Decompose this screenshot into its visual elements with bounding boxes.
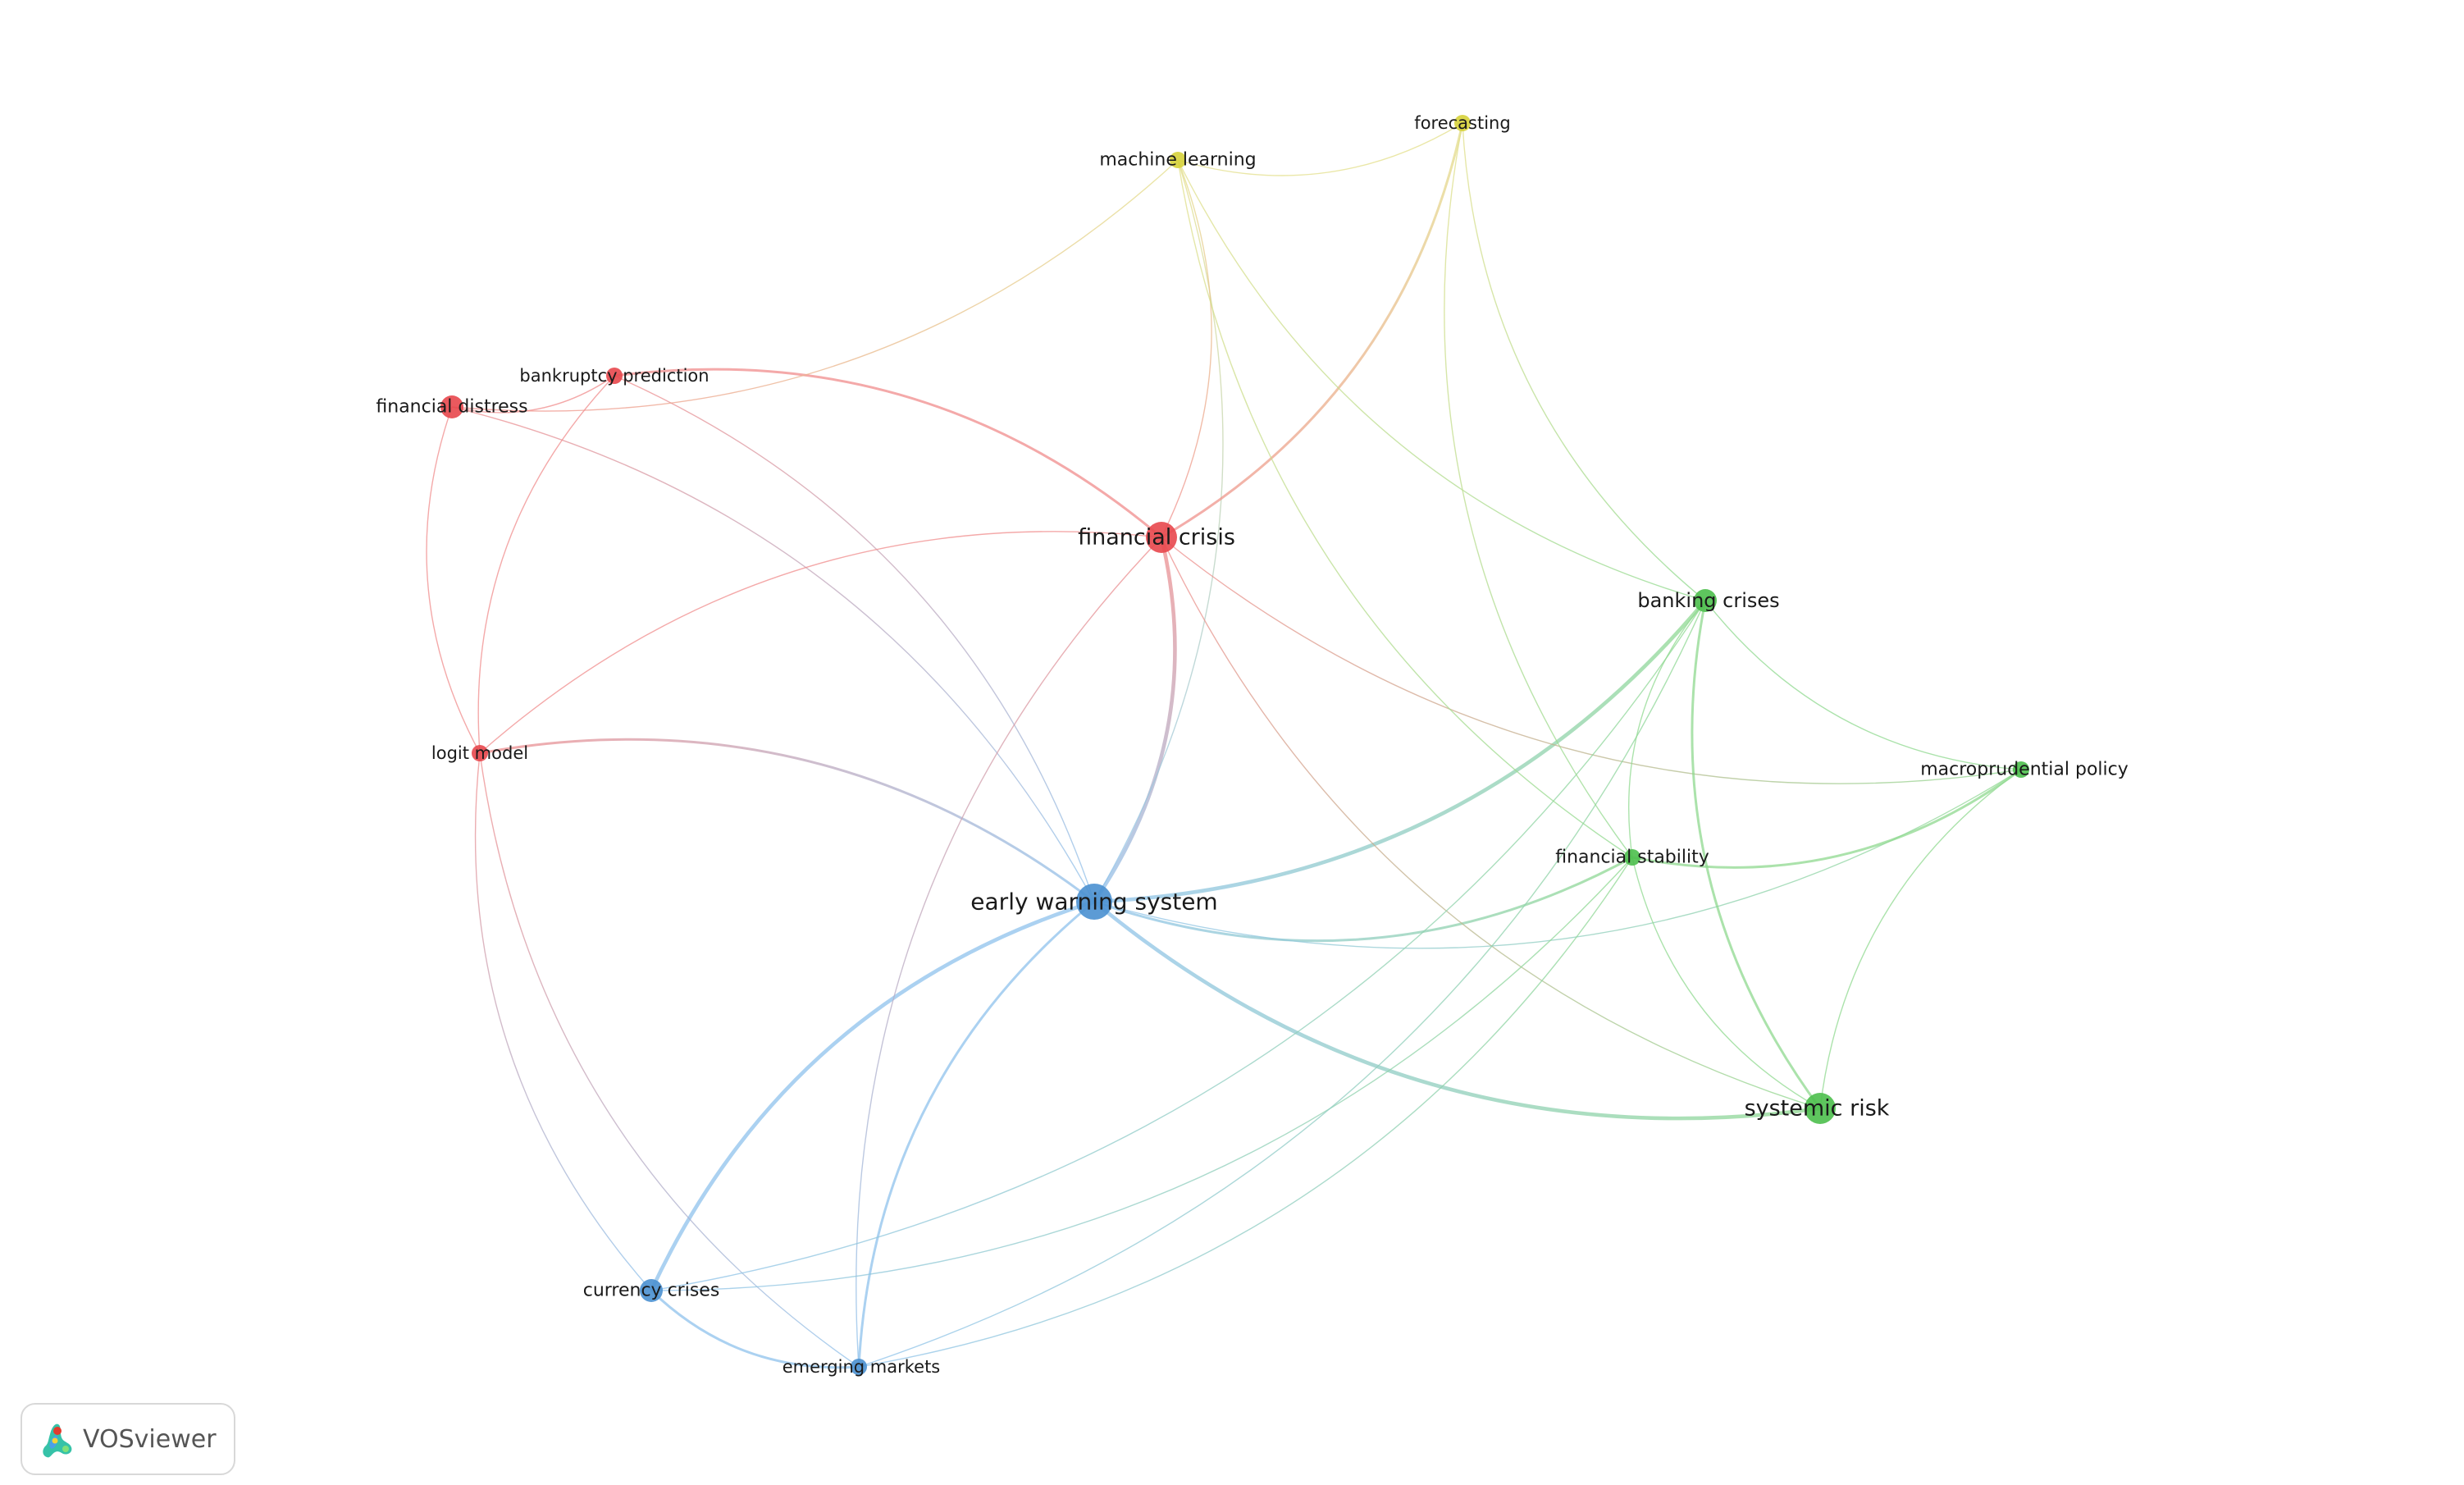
- label-emerging-markets[interactable]: emerging markets: [783, 1357, 941, 1377]
- link-ews-fd: [451, 406, 1095, 902]
- link-fd-bp: [451, 375, 615, 414]
- label-financial-stability[interactable]: financial stability: [1555, 848, 1709, 868]
- link-bc-sr: [1691, 600, 1822, 1109]
- label-financial-distress[interactable]: financial distress: [376, 397, 527, 418]
- label-machine-learning[interactable]: machine learning: [1099, 150, 1256, 171]
- link-em-bc: [858, 600, 1706, 1368]
- node-currency-crises[interactable]: [640, 1279, 663, 1302]
- link-mp-sr: [1819, 769, 2022, 1109]
- nodes-layer: [440, 115, 2029, 1375]
- link-fc-fo: [1161, 122, 1464, 539]
- label-logit-model[interactable]: logit model: [431, 743, 528, 763]
- node-bankruptcy-prediction[interactable]: [606, 368, 623, 384]
- label-banking-crises[interactable]: banking crises: [1637, 589, 1779, 612]
- link-ews-fs: [1093, 856, 1633, 943]
- node-systemic-risk[interactable]: [1805, 1093, 1836, 1124]
- link-fo-bc: [1462, 122, 1706, 601]
- link-cc-bc: [650, 600, 1706, 1291]
- link-ews-ml: [1093, 159, 1224, 902]
- node-financial-stability[interactable]: [1624, 849, 1640, 866]
- link-cc-em: [650, 1289, 860, 1369]
- node-macroprudential-policy[interactable]: [2013, 761, 2029, 778]
- link-fc-ml: [1161, 159, 1212, 538]
- label-macroprudential-policy[interactable]: macroprudential policy: [1920, 760, 2129, 780]
- link-fc-lm: [479, 531, 1162, 754]
- link-ews-bc: [1093, 599, 1707, 904]
- node-emerging-markets[interactable]: [851, 1359, 867, 1375]
- link-fs-sr: [1631, 857, 1821, 1109]
- label-currency-crises[interactable]: currency crises: [583, 1281, 720, 1301]
- node-machine-learning[interactable]: [1170, 152, 1186, 168]
- label-bankruptcy-prediction[interactable]: bankruptcy prediction: [519, 366, 709, 386]
- label-systemic-risk[interactable]: systemic risk: [1745, 1096, 1890, 1122]
- link-fo-fs: [1444, 122, 1633, 858]
- app-name: VOSviewer: [83, 1424, 217, 1454]
- link-ews-lm: [479, 738, 1095, 903]
- link-ml-fo: [1177, 122, 1463, 176]
- link-ews-sr: [1093, 900, 1821, 1121]
- node-forecasting[interactable]: [1454, 115, 1471, 131]
- link-ews-em: [857, 900, 1095, 1368]
- link-ml-fs: [1177, 159, 1633, 858]
- label-early-warning-system[interactable]: early warning system: [970, 889, 1217, 916]
- links-layer: [426, 122, 2022, 1369]
- vosviewer-logo-icon: [43, 1423, 72, 1458]
- vosviewer-logo-badge: VOSviewer: [21, 1403, 235, 1475]
- link-fd-ml: [451, 159, 1179, 412]
- node-early-warning-system[interactable]: [1076, 884, 1112, 920]
- link-cc-fs: [650, 857, 1633, 1291]
- link-em-fs: [858, 857, 1633, 1368]
- link-fc-sr: [1161, 537, 1821, 1109]
- link-fc-bp: [614, 368, 1162, 539]
- link-ews-cc: [649, 899, 1095, 1291]
- link-lm-cc: [474, 752, 652, 1291]
- label-financial-crisis[interactable]: financial crisis: [1078, 525, 1235, 551]
- link-fd-lm: [426, 406, 481, 754]
- node-banking-crises[interactable]: [1694, 589, 1717, 612]
- node-financial-crisis[interactable]: [1146, 522, 1177, 553]
- link-fs-mp: [1631, 768, 2022, 869]
- link-fc-em: [856, 537, 1162, 1368]
- labels-layer: early warning system financial crisis syst…: [376, 113, 2128, 1377]
- node-financial-distress[interactable]: [440, 395, 463, 418]
- link-fc-mp: [1161, 537, 2022, 784]
- link-lm-em: [479, 752, 860, 1368]
- link-ews-fc: [1093, 537, 1177, 903]
- link-bc-mp: [1704, 600, 2022, 770]
- label-forecasting[interactable]: forecasting: [1414, 113, 1510, 133]
- link-ml-bc: [1177, 159, 1706, 601]
- link-bp-lm: [477, 375, 615, 754]
- link-bc-fs: [1628, 600, 1706, 858]
- node-logit-model[interactable]: [472, 745, 488, 761]
- link-ews-bp: [614, 375, 1095, 902]
